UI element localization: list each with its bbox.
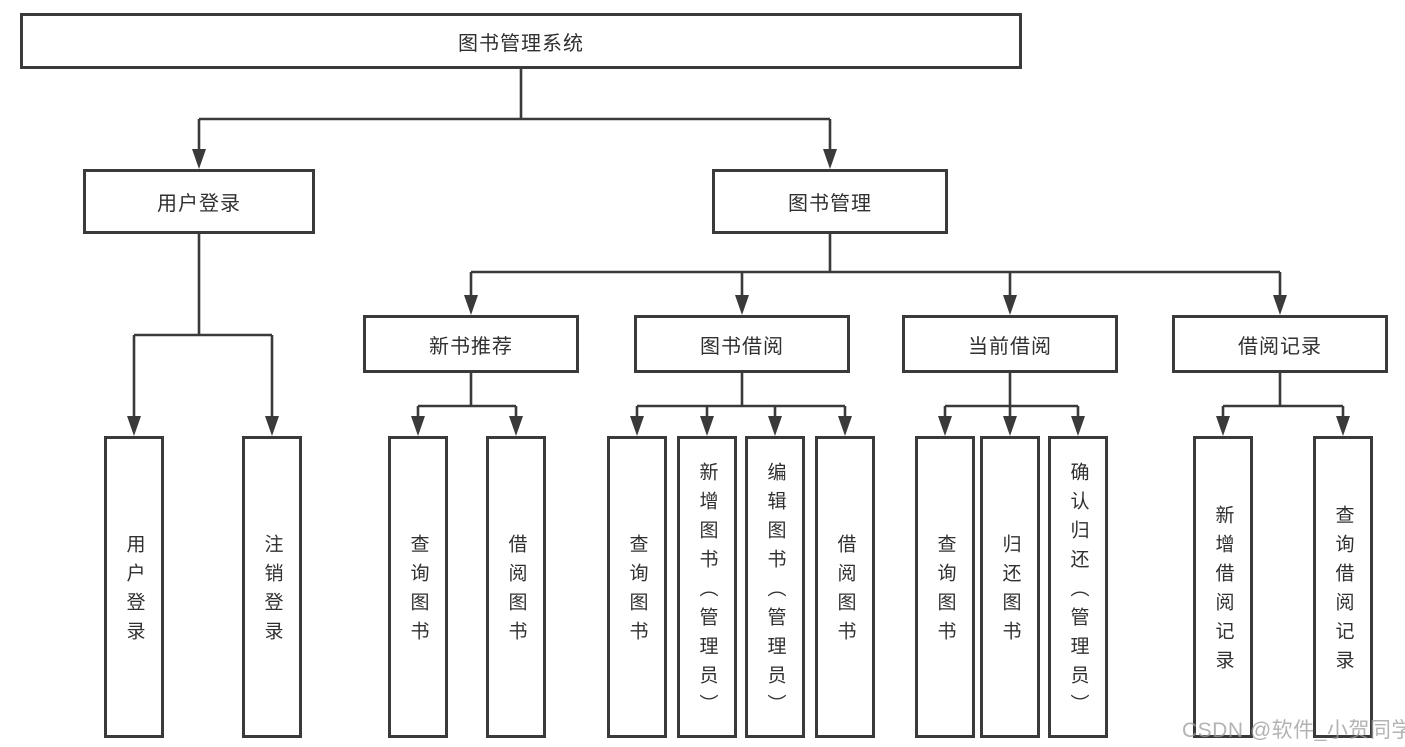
- leaf-confirm-return-admin: 确认归还（管理员）: [1048, 436, 1108, 738]
- node-label: 借阅图书: [505, 534, 527, 650]
- node-label: 用户登录: [157, 193, 241, 215]
- watermark-text: CSDN @软件_小贺同学: [1182, 719, 1405, 742]
- node-label: 当前借阅: [968, 335, 1052, 358]
- node-label: 用户登录: [123, 534, 145, 650]
- node-label: 确认归还（管理员）: [1067, 461, 1089, 723]
- leaf-user-login: 用户登录: [104, 436, 164, 738]
- leaf-logout: 注销登录: [242, 436, 302, 738]
- leaf-add-books-admin: 新增图书（管理员）: [677, 436, 737, 738]
- node-book-management: 图书管理: [712, 169, 948, 234]
- node-new-book-recommendation: 新书推荐: [363, 315, 579, 373]
- leaf-query-books-current: 查询图书: [915, 436, 975, 738]
- node-label: 新增图书（管理员）: [696, 461, 718, 723]
- node-label: 图书借阅: [700, 335, 784, 358]
- node-current-borrowing: 当前借阅: [902, 315, 1118, 373]
- node-borrowing-records: 借阅记录: [1172, 315, 1388, 373]
- node-label: 查询图书: [934, 534, 956, 650]
- node-label: 新增借阅记录: [1212, 505, 1234, 679]
- node-label: 图书管理: [788, 193, 872, 215]
- leaf-edit-books-admin: 编辑图书（管理员）: [745, 436, 805, 738]
- leaf-borrow-books: 借阅图书: [815, 436, 875, 738]
- leaf-borrow-books-recommend: 借阅图书: [486, 436, 546, 738]
- node-user-login: 用户登录: [83, 169, 315, 234]
- node-label: 图书管理系统: [458, 32, 584, 55]
- node-label: 查询图书: [407, 534, 429, 650]
- node-label: 编辑图书（管理员）: [764, 461, 786, 723]
- node-book-borrowing: 图书借阅: [634, 315, 850, 373]
- node-label: 借阅记录: [1238, 335, 1322, 358]
- node-label: 注销登录: [261, 534, 283, 650]
- leaf-query-books-recommend: 查询图书: [388, 436, 448, 738]
- node-label: 新书推荐: [429, 335, 513, 358]
- leaf-query-books-borrowing: 查询图书: [607, 436, 667, 738]
- node-label: 归还图书: [999, 534, 1021, 650]
- leaf-query-borrow-record: 查询借阅记录: [1313, 436, 1373, 738]
- node-library-management-system: 图书管理系统: [20, 13, 1022, 69]
- node-label: 查询借阅记录: [1332, 505, 1354, 679]
- leaf-add-borrow-record: 新增借阅记录: [1193, 436, 1253, 738]
- node-label: 借阅图书: [834, 534, 856, 650]
- leaf-return-books: 归还图书: [980, 436, 1040, 738]
- node-label: 查询图书: [626, 534, 648, 650]
